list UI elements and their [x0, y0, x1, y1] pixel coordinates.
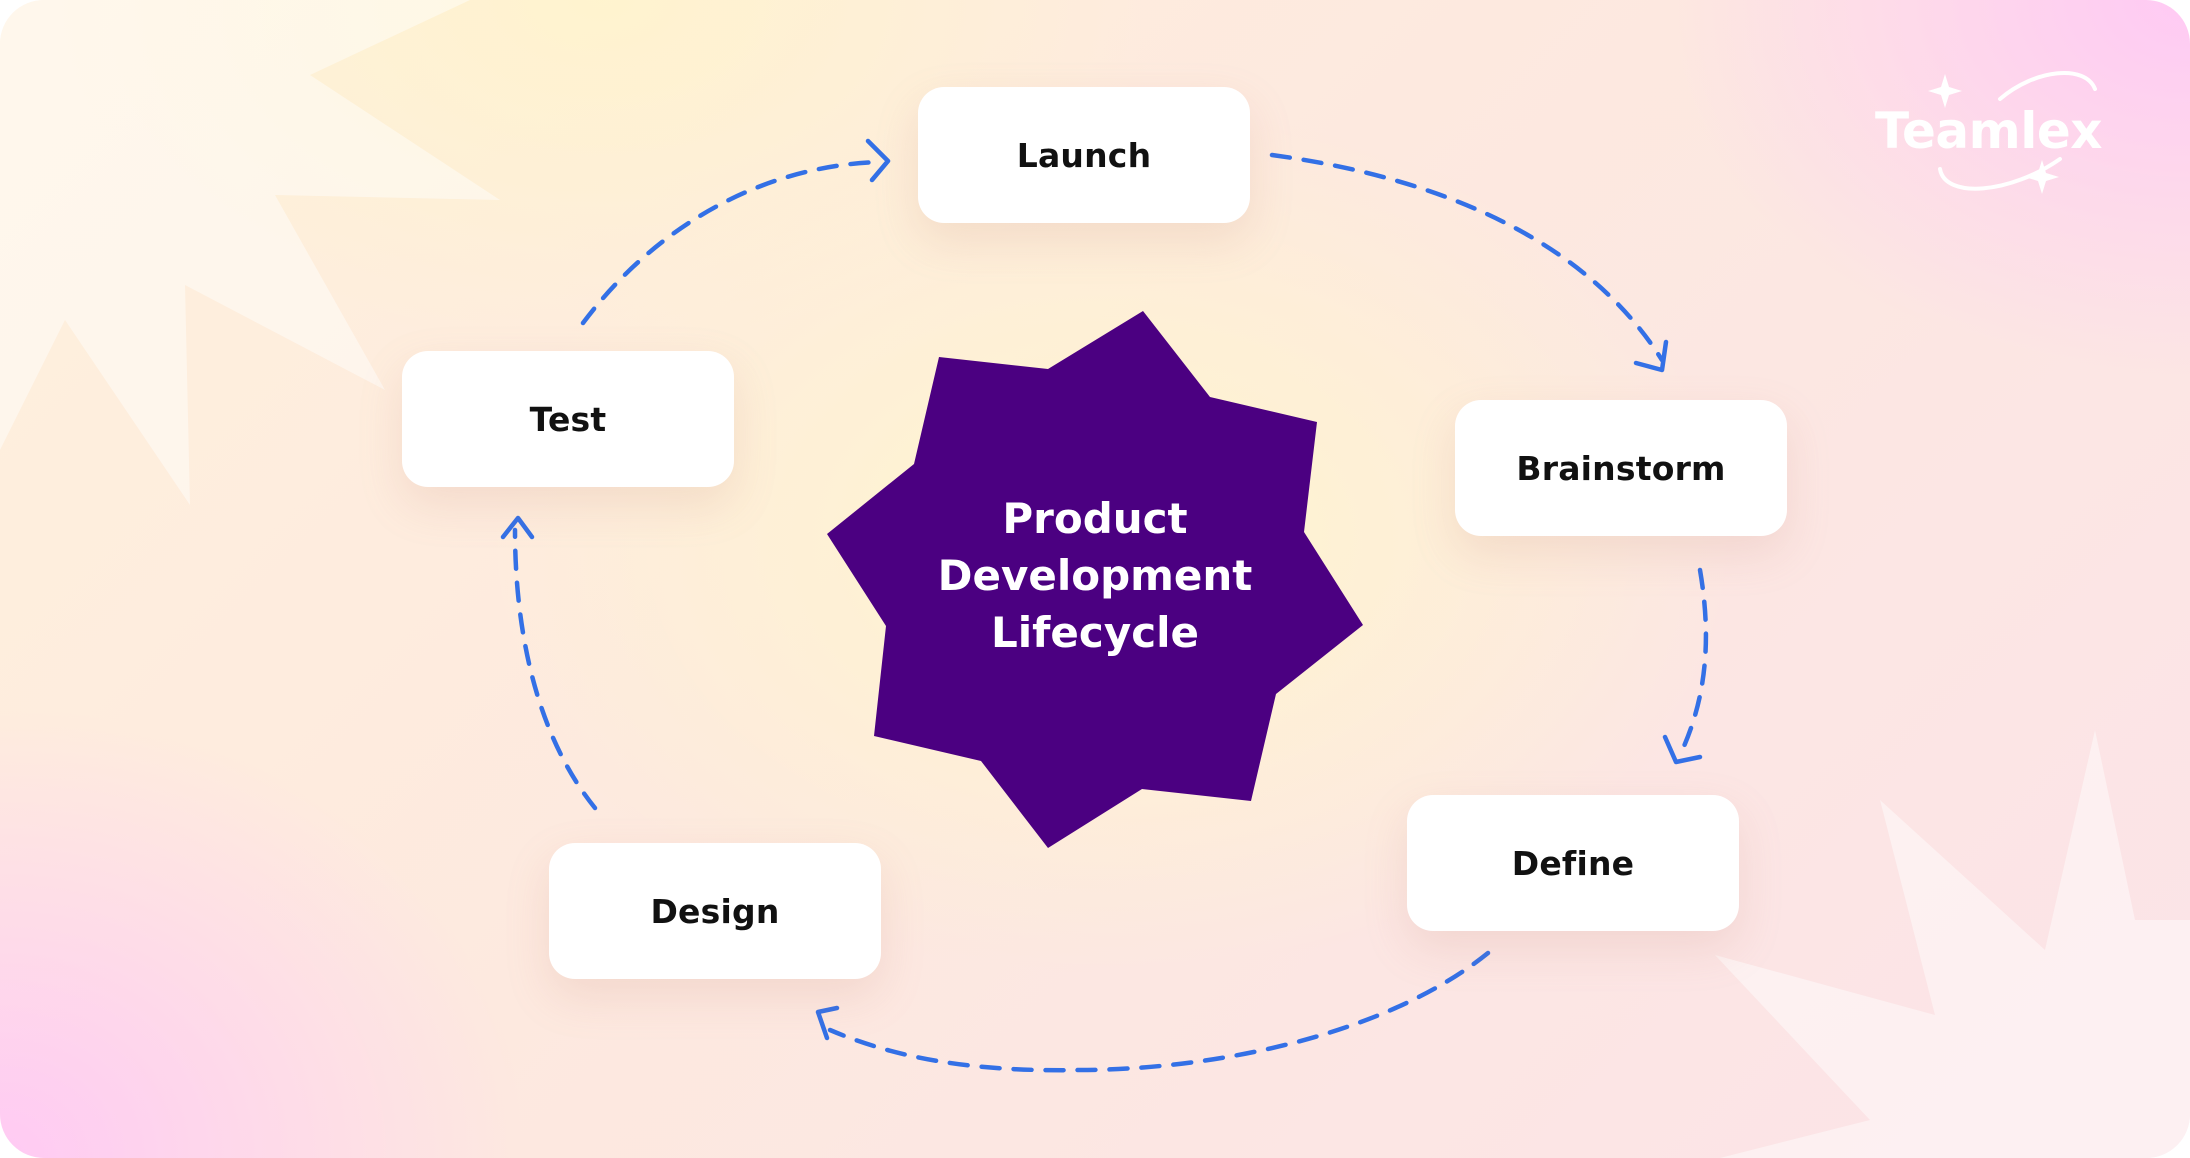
arrow-brainstorm-to-define: [1677, 567, 1709, 758]
center-title-line-2: Development: [937, 551, 1253, 600]
step-launch: Launch: [918, 87, 1250, 223]
step-label-brainstorm: Brainstorm: [1516, 448, 1726, 488]
arrowhead-launch-to-brainstorm: [1633, 339, 1669, 373]
step-brainstorm: Brainstorm: [1455, 400, 1787, 536]
brand-name: Teamlex: [1875, 102, 2103, 160]
background-starburst-top-left: [0, 0, 500, 505]
step-label-define: Define: [1511, 843, 1635, 883]
arrow-design-to-test: [512, 527, 598, 811]
center-title-line-3: Lifecycle: [991, 608, 1199, 657]
arrow-define-to-design: [827, 950, 1491, 1073]
arrow-launch-to-brainstorm: [1269, 152, 1665, 363]
brand-logo: Teamlex: [1860, 64, 2140, 204]
step-label-test: Test: [529, 399, 607, 439]
step-label-launch: Launch: [1016, 135, 1152, 175]
background-starburst-bottom-right: [1715, 730, 2190, 1158]
center-star-shape: [827, 311, 1363, 848]
step-define: Define: [1407, 795, 1739, 931]
arrowhead-design-to-test: [500, 515, 535, 540]
step-label-design: Design: [650, 891, 780, 931]
arrow-test-to-launch: [580, 159, 883, 326]
arrowhead-brainstorm-to-define: [1662, 734, 1703, 765]
center-title: Product Development Lifecycle: [860, 490, 1330, 661]
arrowhead-define-to-design: [815, 1005, 840, 1041]
step-design: Design: [549, 843, 881, 979]
center-title-line-1: Product: [1002, 494, 1188, 543]
step-test: Test: [402, 351, 734, 487]
arrowhead-test-to-launch: [865, 138, 891, 183]
brand-orbit-icon: [1928, 71, 2097, 194]
